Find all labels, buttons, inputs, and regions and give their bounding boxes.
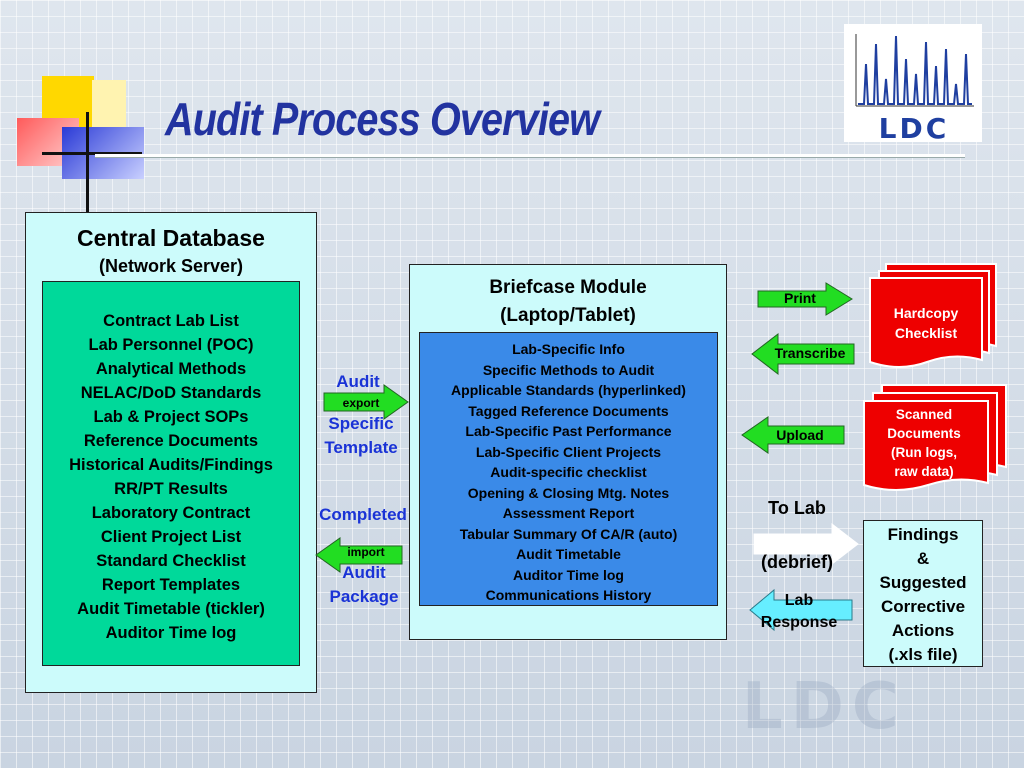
background-watermark: LDC: [742, 670, 907, 744]
import-label-bottom: Package: [329, 587, 399, 606]
briefcase-module-contents: Lab-Specific Info Specific Methods to Au…: [419, 332, 718, 606]
findings-line: (.xls file): [888, 645, 958, 664]
list-item: Tagged Reference Documents: [468, 402, 669, 419]
list-item: Tabular Summary Of CA/R (auto): [459, 525, 678, 542]
scanned-documents-label: Scanned Documents (Run logs, raw data): [862, 405, 986, 481]
ldc-logo: LDC: [844, 24, 982, 145]
scanned-line: Documents: [887, 426, 961, 441]
list-item: Applicable Standards (hyperlinked): [451, 382, 686, 398]
findings-box: Findings & Suggested Corrective Actions …: [863, 520, 983, 667]
logo-chromatogram-graphic: [855, 34, 974, 107]
list-item: Specific Methods to Audit: [482, 361, 655, 378]
findings-line: &: [916, 549, 930, 568]
list-item: Lab & Project SOPs: [93, 408, 249, 426]
briefcase-title-line1: Briefcase Module: [489, 277, 647, 298]
list-item: Reference Documents: [83, 432, 259, 450]
debrief-label: (debrief): [761, 552, 833, 572]
findings-line: Corrective: [880, 597, 966, 616]
decor-horizontal-line: [42, 152, 142, 155]
title-underline: [95, 154, 965, 157]
central-database-title: Central Database: [77, 225, 265, 251]
list-item: NELAC/DoD Standards: [80, 384, 262, 402]
list-item: Report Templates: [101, 576, 241, 594]
briefcase-module-box: Briefcase Module (Laptop/Tablet) Lab-Spe…: [409, 264, 727, 640]
list-item: Lab-Specific Info: [512, 341, 625, 357]
briefcase-module-title: Briefcase Module (Laptop/Tablet): [410, 274, 726, 330]
scanned-line: Scanned: [895, 407, 953, 422]
central-database-list: Contract Lab List Lab Personnel (POC) An…: [43, 309, 299, 645]
list-item: Audit Timetable (tickler): [77, 600, 265, 618]
print-arrow-label: Print: [784, 290, 816, 306]
export-label-top: Audit: [336, 372, 380, 391]
list-item: Lab Personnel (POC): [88, 336, 254, 354]
briefcase-module-list: Lab-Specific Info Specific Methods to Au…: [420, 339, 717, 606]
central-database-box: Central Database (Network Server) Contra…: [25, 212, 317, 693]
central-database-contents: Contract Lab List Lab Personnel (POC) An…: [42, 281, 300, 666]
transcribe-arrow: [751, 332, 855, 376]
lab-response-label: Lab Response: [748, 590, 850, 634]
to-lab-label: To Lab: [768, 498, 826, 518]
export-arrow: [323, 384, 409, 420]
import-label-mid: Audit: [342, 563, 386, 582]
list-item: Auditor Time log: [105, 624, 237, 642]
export-arrow-label: export: [342, 396, 380, 410]
briefcase-title-line2: (Laptop/Tablet): [500, 305, 636, 326]
print-arrow: [757, 282, 853, 316]
import-arrow-label: import: [347, 545, 385, 559]
lab-response-line2: Response: [760, 614, 838, 631]
list-item: Communications History: [485, 587, 652, 603]
decor-square-yellow-light: [92, 80, 126, 130]
list-item: Laboratory Contract: [91, 504, 251, 522]
upload-arrow-label: Upload: [776, 427, 824, 443]
list-item: Audit-specific checklist: [490, 464, 647, 480]
lab-response-arrow: [749, 588, 853, 632]
list-item: Lab-Specific Past Performance: [465, 423, 672, 439]
list-item: Lab-Specific Client Projects: [475, 443, 662, 460]
list-item: Standard Checklist: [96, 552, 246, 570]
hardcopy-line2: Checklist: [894, 325, 958, 341]
hardcopy-line1: Hardcopy: [893, 305, 959, 321]
findings-line: Suggested: [879, 573, 967, 592]
hardcopy-checklist-documents: [869, 263, 997, 368]
findings-text: Findings & Suggested Corrective Actions …: [864, 523, 982, 667]
logo-text: LDC: [878, 112, 950, 145]
hardcopy-checklist-label: Hardcopy Checklist: [870, 303, 982, 343]
import-label-top: Completed: [319, 505, 407, 524]
list-item: RR/PT Results: [114, 480, 228, 498]
scanned-line: (Run logs,: [891, 445, 957, 460]
list-item: Opening & Closing Mtg. Notes: [467, 484, 670, 501]
scanned-documents: [863, 384, 1007, 491]
to-lab-arrow: [753, 522, 859, 566]
upload-arrow: [741, 416, 845, 454]
transcribe-arrow-label: Transcribe: [774, 345, 846, 361]
export-label-bottom: Template: [324, 438, 398, 457]
central-database-subtitle: (Network Server): [98, 256, 244, 276]
list-item: Analytical Methods: [95, 360, 247, 378]
export-label-mid: Specific: [328, 414, 394, 433]
slide-title: Audit Process Overview: [165, 93, 600, 145]
list-item: Historical Audits/Findings: [69, 456, 273, 474]
lab-response-line1: Lab: [784, 592, 814, 609]
findings-line: Actions: [891, 621, 955, 640]
import-arrow: [315, 537, 403, 573]
list-item: Client Project List: [100, 528, 242, 546]
findings-line: Findings: [887, 525, 959, 544]
list-item: Audit Timetable: [516, 546, 621, 562]
list-item: Contract Lab List: [103, 312, 239, 330]
scanned-line: raw data): [894, 464, 954, 479]
decor-vertical-line: [86, 112, 89, 214]
list-item: Assessment Report: [502, 505, 635, 521]
list-item: Auditor Time log: [513, 566, 624, 583]
